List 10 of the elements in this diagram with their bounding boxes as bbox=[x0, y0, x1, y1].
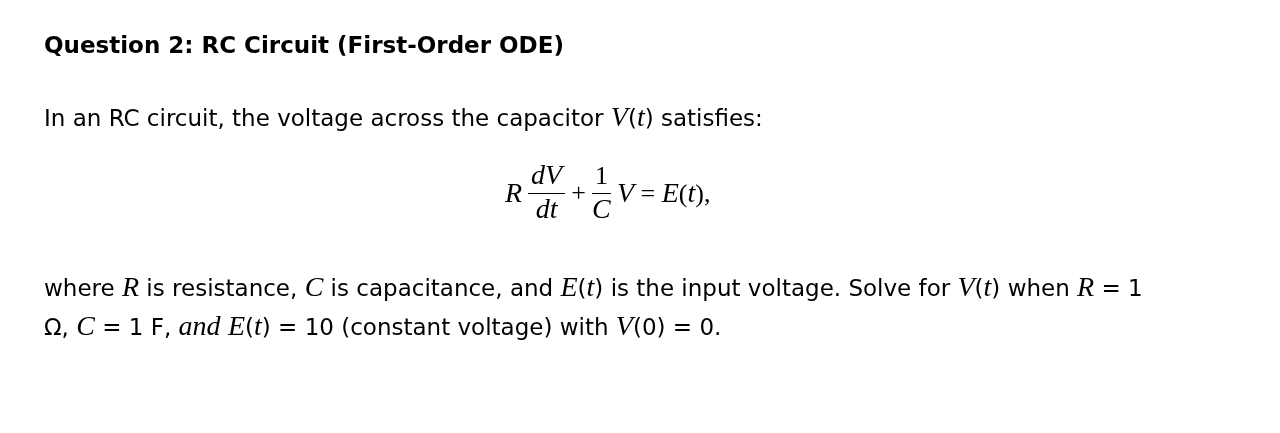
numerator: 1 bbox=[593, 160, 609, 192]
denominator: C bbox=[592, 193, 611, 225]
numerator: dV bbox=[530, 160, 566, 192]
intro-text: In an RC circuit, the voltage across the capacitor V(t) satisfies: bbox=[44, 100, 764, 134]
question-text: where R is resistance, C is capacitance, and E(t) is the input voltage. Solve for V(t) when R = 1 Ω, C = 1 F, and E(t) = 10 (constant voltage) with V(0) = 0. bbox=[44, 270, 1144, 343]
question-title: Question 2: RC Circuit (First-Order ODE) bbox=[44, 32, 564, 58]
denominator: dt bbox=[535, 194, 558, 225]
equation-term: R bbox=[505, 176, 523, 209]
equation-term: V = E(t), bbox=[616, 176, 711, 209]
plus-sign: + bbox=[571, 177, 586, 208]
